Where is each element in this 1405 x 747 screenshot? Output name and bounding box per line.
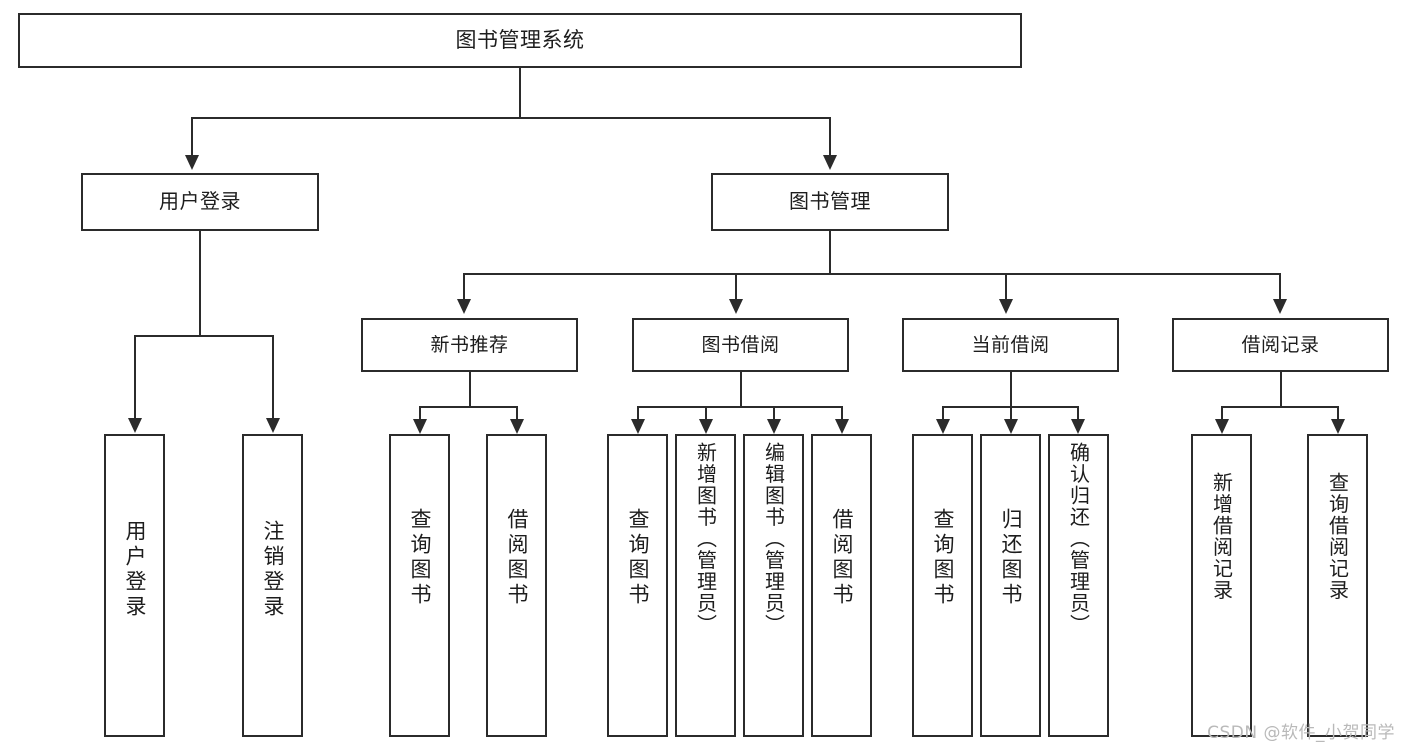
node-leaf-query-book-2[interactable]: 查询图书 (607, 434, 668, 737)
node-leaf-borrow-book-1[interactable]: 借阅图书 (486, 434, 547, 737)
node-label: 注销登录 (261, 520, 285, 620)
arrowhead-user-login (185, 155, 199, 170)
connector-drop-leaf-return-book (1010, 406, 1012, 421)
node-leaf-user-login[interactable]: 用户登录 (104, 434, 165, 737)
node-leaf-add-borrow-record[interactable]: 新增借阅记录 (1191, 434, 1252, 737)
node-label: 借阅记录 (1241, 333, 1320, 356)
node-book-borrow[interactable]: 图书借阅 (632, 318, 849, 372)
node-label: 当前借阅 (971, 333, 1050, 356)
connector-drop-book-management (829, 117, 831, 157)
node-label: 图书借阅 (701, 333, 780, 356)
node-leaf-query-book-1[interactable]: 查询图书 (389, 434, 450, 737)
connector-new-book-recommend-stem (469, 372, 471, 406)
connector-book-borrow-bus (637, 406, 842, 408)
node-label: 查询图书 (626, 508, 650, 608)
node-label: 查询图书 (931, 508, 955, 608)
connector-drop-leaf-borrow-book-2 (841, 406, 843, 421)
arrowhead-book-management (823, 155, 837, 170)
connector-user-login-bus (134, 335, 274, 337)
connector-book-management-stem (829, 231, 831, 273)
node-label: 图书管理 (789, 189, 871, 214)
connector-drop-leaf-logout-login (272, 335, 274, 420)
node-leaf-logout-login[interactable]: 注销登录 (242, 434, 303, 737)
connector-drop-leaf-confirm-return-admin (1077, 406, 1079, 421)
connector-book-borrow-stem (740, 372, 742, 406)
connector-drop-leaf-query-book-1 (419, 406, 421, 421)
arrowhead-leaf-add-book-admin (699, 419, 713, 434)
connector-borrow-record-stem (1280, 372, 1282, 406)
node-label: 新增借阅记录 (1209, 472, 1234, 601)
connector-drop-leaf-user-login (134, 335, 136, 420)
node-borrow-record[interactable]: 借阅记录 (1172, 318, 1389, 372)
connector-drop-leaf-query-borrow-record (1337, 406, 1339, 421)
arrowhead-leaf-user-login (128, 418, 142, 433)
connector-drop-leaf-query-book-2 (637, 406, 639, 421)
node-label: 借阅图书 (505, 508, 529, 608)
node-leaf-confirm-return-admin[interactable]: 确认归还（管理员） (1048, 434, 1109, 737)
node-label: 归还图书 (999, 508, 1023, 608)
arrowhead-leaf-edit-book-admin (767, 419, 781, 434)
node-label: 编辑图书（管理员） (761, 442, 786, 636)
node-new-book-recommend[interactable]: 新书推荐 (361, 318, 578, 372)
connector-level2-bus (463, 273, 1280, 275)
connector-root-stem (519, 68, 521, 117)
arrowhead-leaf-borrow-book-2 (835, 419, 849, 434)
arrowhead-leaf-query-book-3 (936, 419, 950, 434)
node-root-system[interactable]: 图书管理系统 (18, 13, 1022, 68)
node-label: 借阅图书 (830, 508, 854, 608)
connector-drop-user-login (191, 117, 193, 157)
arrowhead-book-borrow (729, 299, 743, 314)
connector-drop-book-borrow (735, 273, 737, 301)
connector-drop-borrow-record (1279, 273, 1281, 301)
connector-level1-bus (191, 117, 830, 119)
node-label: 新书推荐 (430, 333, 509, 356)
node-leaf-borrow-book-2[interactable]: 借阅图书 (811, 434, 872, 737)
arrowhead-leaf-confirm-return-admin (1071, 419, 1085, 434)
node-current-borrow[interactable]: 当前借阅 (902, 318, 1119, 372)
node-leaf-add-book-admin[interactable]: 新增图书（管理员） (675, 434, 736, 737)
connector-new-book-recommend-bus (419, 406, 518, 408)
connector-drop-leaf-query-book-3 (942, 406, 944, 421)
connector-user-login-stem (199, 231, 201, 335)
arrowhead-leaf-query-book-2 (631, 419, 645, 434)
node-leaf-query-book-3[interactable]: 查询图书 (912, 434, 973, 737)
arrowhead-leaf-borrow-book-1 (510, 419, 524, 434)
connector-drop-current-borrow (1005, 273, 1007, 301)
arrowhead-leaf-query-book-1 (413, 419, 427, 434)
node-user-login[interactable]: 用户登录 (81, 173, 319, 231)
connector-drop-leaf-add-book-admin (705, 406, 707, 421)
connector-current-borrow-stem (1010, 372, 1012, 406)
node-label: 查询借阅记录 (1325, 472, 1350, 601)
arrowhead-new-book-recommend (457, 299, 471, 314)
node-label: 新增图书（管理员） (693, 442, 718, 636)
connector-drop-leaf-edit-book-admin (773, 406, 775, 421)
arrowhead-current-borrow (999, 299, 1013, 314)
node-leaf-return-book[interactable]: 归还图书 (980, 434, 1041, 737)
arrowhead-leaf-return-book (1004, 419, 1018, 434)
arrowhead-leaf-query-borrow-record (1331, 419, 1345, 434)
node-label: 用户登录 (123, 520, 147, 620)
connector-drop-new-book-recommend (463, 273, 465, 301)
connector-drop-leaf-borrow-book-1 (516, 406, 518, 421)
node-label: 查询图书 (408, 508, 432, 608)
arrowhead-leaf-add-borrow-record (1215, 419, 1229, 434)
connector-borrow-record-bus (1221, 406, 1338, 408)
connector-drop-leaf-add-borrow-record (1221, 406, 1223, 421)
node-book-management[interactable]: 图书管理 (711, 173, 949, 231)
node-leaf-edit-book-admin[interactable]: 编辑图书（管理员） (743, 434, 804, 737)
node-leaf-query-borrow-record[interactable]: 查询借阅记录 (1307, 434, 1368, 737)
node-label: 用户登录 (159, 189, 241, 214)
arrowhead-borrow-record (1273, 299, 1287, 314)
node-label: 确认归还（管理员） (1066, 442, 1091, 636)
node-label: 图书管理系统 (455, 28, 585, 53)
arrowhead-leaf-logout-login (266, 418, 280, 433)
